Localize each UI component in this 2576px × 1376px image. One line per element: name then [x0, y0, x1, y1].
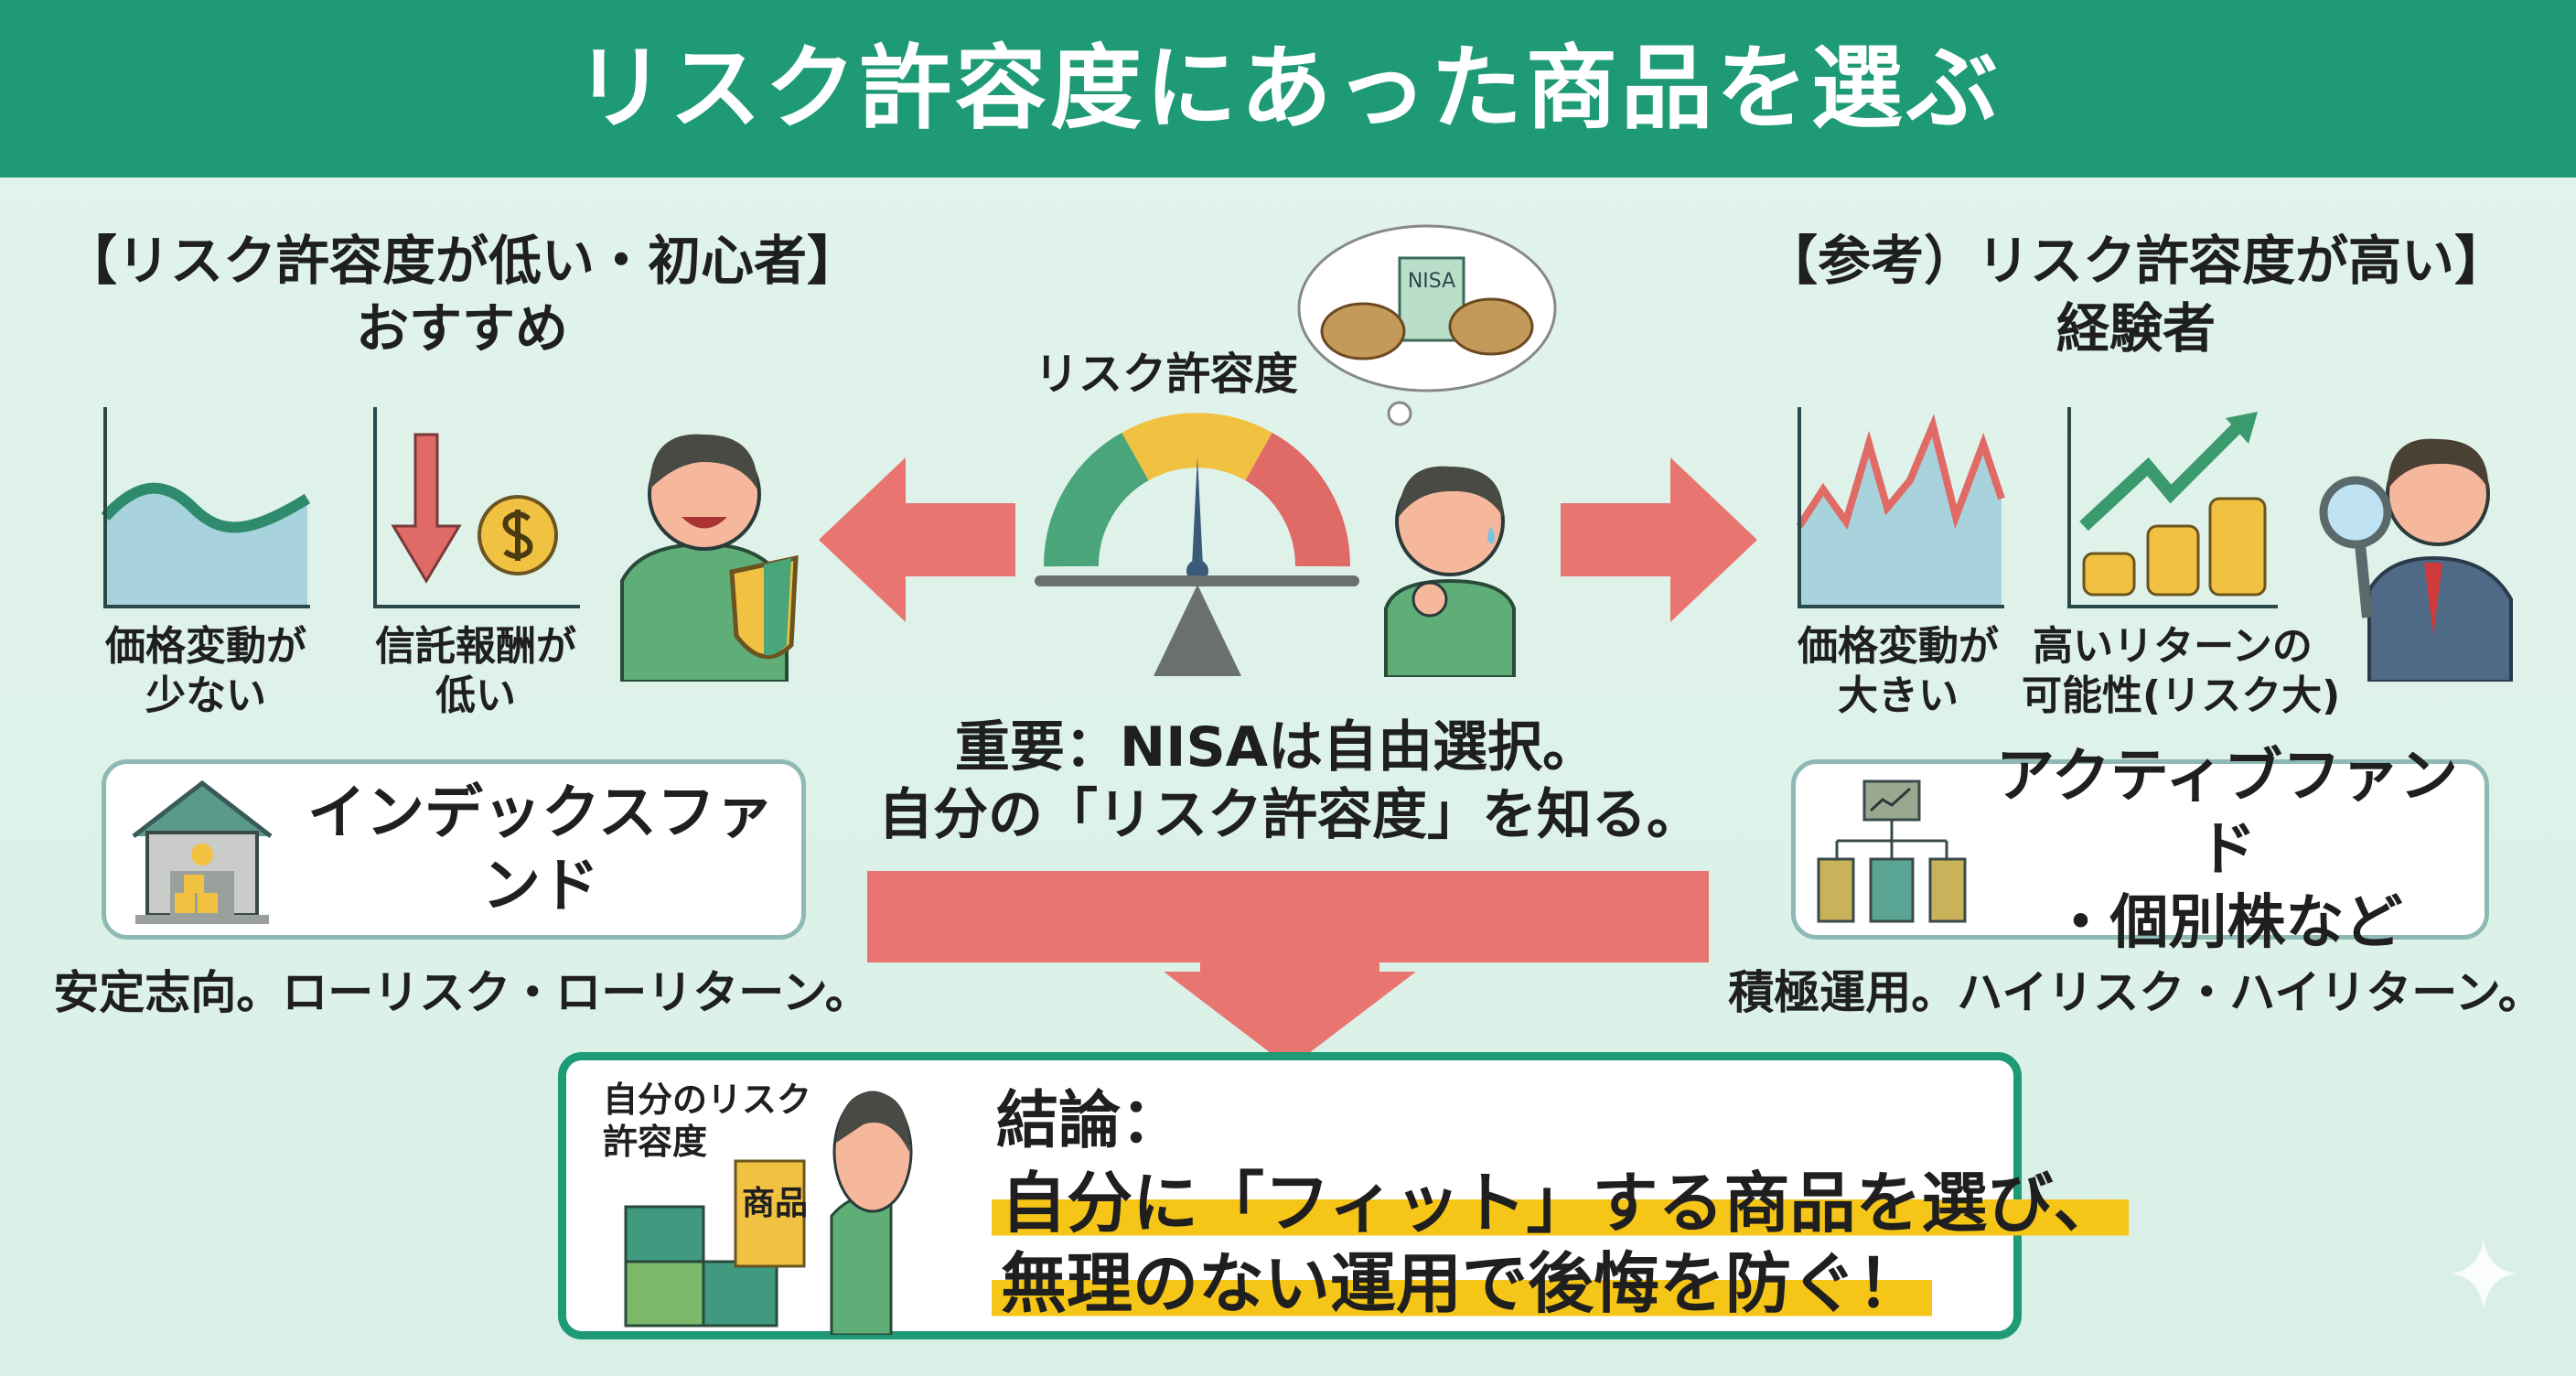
gauge-label: リスク許容度: [1034, 349, 1298, 400]
warehouse-icon: [132, 779, 273, 924]
active-fund-card: アクティブファンド ・個別株など: [1791, 743, 2489, 957]
conclusion-line1-wrap: 自分に「フィット」する商品を選び、: [992, 1165, 2129, 1260]
left-heading-line2: おすすめ: [355, 297, 568, 360]
right-heading-line2: 経験者: [2055, 297, 2216, 360]
left-heading-line1: 【リスク許容度が低い・初心者】: [63, 230, 860, 292]
feature-text: 価格変動が: [1798, 623, 1999, 670]
low-fee-chart-icon: [373, 407, 580, 608]
worried-person-icon: [1384, 466, 1516, 677]
right-note: 積極運用。ハイリスク・ハイリターン。: [1728, 966, 2544, 1019]
feature-text: 可能性(リスク大): [2022, 672, 2341, 719]
feature-text: 少ない: [145, 672, 266, 719]
center-message-line1: 重要：NISAは自由選択。: [954, 715, 1598, 779]
feature-high-return: 高いリターンの可能性(リスク大): [2022, 622, 2341, 721]
merge-down-arrow-icon: [867, 871, 1709, 1068]
right-heading: 【参考）リスク許容度が高い】 経験者: [1711, 227, 2561, 362]
feature-low-fee: 信託報酬が低い: [361, 622, 590, 721]
left-note: 安定志向。ローリスク・ローリターン。: [53, 966, 871, 1019]
center-message-line2: 自分の「リスク許容度」を知る。: [878, 783, 1701, 847]
happy-beginner-shield-icon: [620, 434, 799, 682]
nisa-doc-label: NISA: [1408, 270, 1455, 293]
feature-text: 信託報酬が: [375, 623, 576, 670]
feature-high-volatility: 価格変動が大きい: [1779, 622, 2017, 721]
title-banner: リスク許容度にあった商品を選ぶ: [0, 0, 2576, 177]
org-chart-icon: [1817, 779, 1967, 922]
high-return-chart-icon: [2067, 407, 2278, 608]
product-name: アクティブファンド ・個別株など: [1970, 740, 2485, 960]
conclusion-line2-wrap: 無理のない運用で後悔を防ぐ！: [992, 1245, 1933, 1340]
risk-gauge-scale-icon: [1035, 413, 1359, 676]
left-heading: 【リスク許容度が低い・初心者】 おすすめ: [37, 227, 887, 362]
low-volatility-chart-icon: [102, 407, 311, 608]
conclusion-line1: 自分に「フィット」する商品を選び、: [992, 1165, 2129, 1242]
conclusion-heading: 結論：: [996, 1085, 1184, 1157]
feature-text: 高いリターンの: [2033, 623, 2313, 670]
piece-label: 商品: [742, 1185, 809, 1222]
conclusion-line2: 無理のない運用で後悔を防ぐ！: [992, 1245, 1933, 1322]
puzzle-person-icon: [624, 1091, 913, 1335]
thought-bubble-nisa-icon: NISA: [1297, 224, 1557, 426]
page-title: リスク許容度にあった商品を選ぶ: [574, 35, 2002, 142]
puzzle-label: 自分のリスク 許容度: [603, 1079, 811, 1163]
puzzle-label-line1: 自分のリスク: [603, 1080, 812, 1120]
left-arrow-icon: [819, 457, 1015, 622]
feature-low-volatility: 価格変動が少ない: [91, 622, 320, 721]
expert-magnifier-icon: [2319, 438, 2513, 682]
product-name: インデックスファンド: [306, 779, 775, 920]
high-volatility-chart-icon: [1796, 407, 2005, 608]
right-arrow-icon: [1561, 457, 1757, 622]
index-fund-card: インデックスファンド: [102, 759, 806, 940]
sparkle-icon: [2452, 1240, 2516, 1308]
center-message: 重要：NISAは自由選択。 自分の「リスク許容度」を知る。: [878, 714, 1701, 849]
feature-text: 低い: [435, 672, 516, 719]
feature-text: 大きい: [1838, 672, 1959, 719]
conclusion-card: 自分のリスク 許容度 商品 結論： 自分に「フィット」する商品を選び、 無理のな…: [558, 1052, 2129, 1340]
feature-text: 価格変動が: [105, 623, 306, 670]
right-heading-line1: 【参考）リスク許容度が高い】: [1764, 230, 2507, 292]
puzzle-label-line2: 許容度: [603, 1122, 708, 1162]
product-name-line1: アクティブファンド: [1996, 742, 2458, 884]
product-name-line2: ・個別株など: [2051, 888, 2403, 957]
